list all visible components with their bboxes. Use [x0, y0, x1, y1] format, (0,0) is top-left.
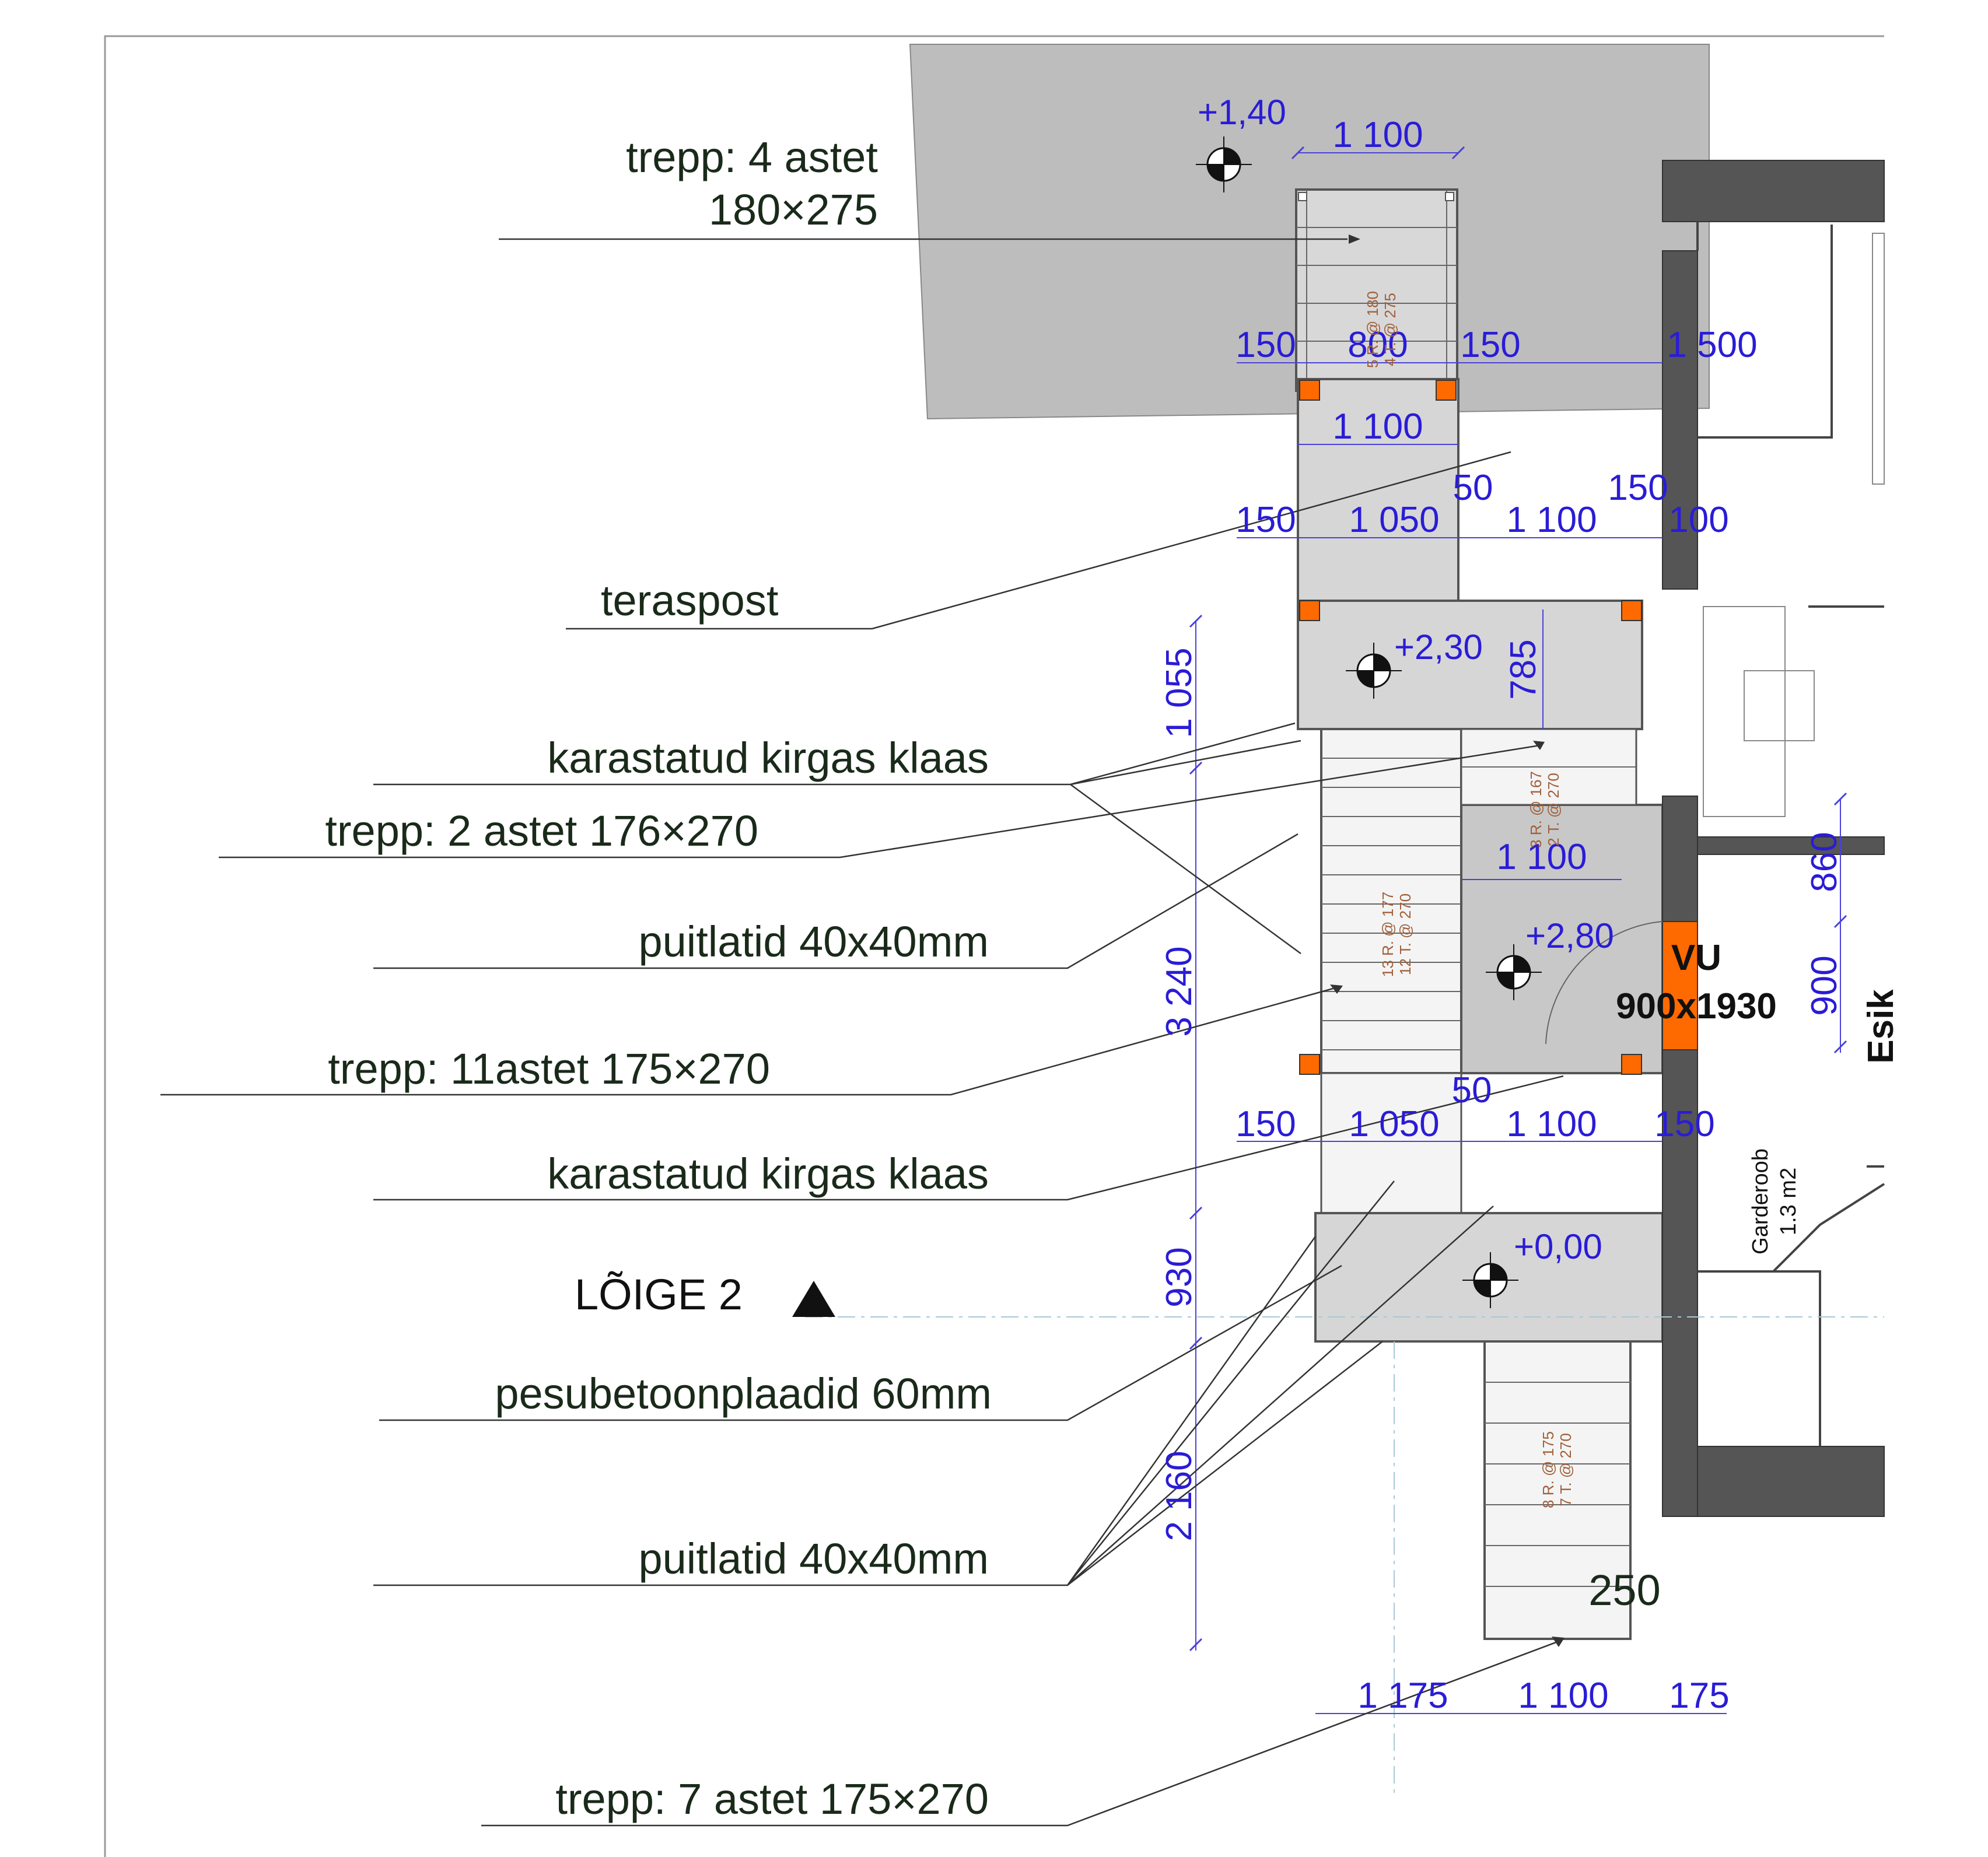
- label-trepp-7: trepp: 7 astet 175×270: [555, 1775, 989, 1823]
- stair-note-7b: 7 T. @ 270: [1557, 1433, 1574, 1506]
- dim-bottom-b: 1 100: [1518, 1676, 1608, 1716]
- dim-row1-b: 800: [1348, 325, 1408, 365]
- dim-vertical-1055: 1 055: [1159, 647, 1199, 738]
- dim-vertical-3240: 3 240: [1159, 946, 1199, 1036]
- room-area: 1.3 m2: [1776, 1168, 1801, 1235]
- dimension-lines: [1195, 152, 1841, 1714]
- label-puitlatid-2: puitlatid 40x40mm: [638, 1534, 989, 1583]
- level-marker-000: [1462, 1252, 1518, 1308]
- dim-top-width: 1 100: [1332, 115, 1423, 155]
- building-walls: [1662, 160, 1885, 1517]
- dim-right-860: 860: [1804, 832, 1845, 892]
- furniture-block: [1744, 670, 1815, 741]
- dim-bottom-250: 250: [1588, 1566, 1660, 1614]
- stair-7-steps: [1483, 1340, 1632, 1640]
- stair-note-2b: 2 T. @ 270: [1545, 773, 1562, 846]
- dim-vertical-930: 930: [1159, 1247, 1199, 1307]
- elevation-140: +1,40: [1198, 93, 1286, 132]
- landing-230: [1297, 600, 1643, 730]
- label-teraspost: teraspost: [601, 576, 779, 625]
- interior-walls: [1696, 222, 1885, 1446]
- dim-vertical-2160: 2 160: [1159, 1450, 1199, 1541]
- leader-lines: [160, 238, 1564, 1827]
- window-frame: [1703, 606, 1786, 817]
- dim-row3-a: 150: [1236, 1104, 1296, 1144]
- dimension-ticks: [1189, 146, 1847, 1652]
- dim-bottom-a: 1 175: [1357, 1676, 1448, 1716]
- dim-row1-c: 150: [1460, 325, 1520, 365]
- stair-note-4b: 4 T. @ 275: [1381, 293, 1399, 366]
- steel-posts: [1299, 380, 1642, 1075]
- dim-mid-width: 1 100: [1496, 837, 1587, 877]
- dim-row2-upper-a: 50: [1453, 468, 1493, 508]
- dim-row2-d: 100: [1668, 500, 1728, 540]
- dim-row2-a: 150: [1236, 500, 1296, 540]
- label-trepp-11: trepp: 11astet 175×270: [328, 1045, 770, 1093]
- label-section: LÕIGE 2: [575, 1270, 743, 1319]
- dim-row1-d: 1 500: [1667, 325, 1757, 365]
- stair-note-11a: 13 R. @ 177: [1379, 892, 1396, 977]
- stair-note-4a: 5 R. @ 180: [1364, 291, 1381, 368]
- label-trepp-4-size: 180×275: [709, 185, 878, 234]
- wardrobe-outline: [1872, 233, 1885, 485]
- label-puitlatid-1: puitlatid 40x40mm: [638, 917, 989, 966]
- level-marker-230: [1346, 643, 1402, 699]
- label-trepp-2: trepp: 2 astet 176×270: [325, 807, 758, 855]
- label-pesubetoon: pesubetoonplaadid 60mm: [495, 1369, 992, 1418]
- arrow-7: [1552, 1637, 1564, 1647]
- level-marker-140: [1196, 136, 1252, 192]
- stair-note-11b: 12 T. @ 270: [1396, 894, 1414, 975]
- dim-row2-c: 1 100: [1506, 500, 1597, 540]
- label-klaas-2: karastatud kirgas klaas: [547, 1150, 989, 1198]
- stair-4-steps: [1295, 188, 1458, 392]
- arrow-2: [1533, 741, 1545, 750]
- door-swing: [1545, 921, 1663, 1045]
- label-trepp-4: trepp: 4 astet: [626, 133, 878, 181]
- elevation-230: +2,30: [1394, 628, 1483, 667]
- landing-upper: [1297, 378, 1460, 602]
- room-name: Garderoob: [1748, 1148, 1773, 1255]
- dim-row3-upper: 50: [1452, 1070, 1492, 1110]
- dim-landing-width: 1 100: [1332, 407, 1423, 447]
- dim-row3-c: 1 100: [1506, 1104, 1597, 1144]
- dim-bottom-c: 175: [1669, 1676, 1729, 1716]
- room-esik-partial: Esik: [1861, 989, 1901, 1064]
- dim-row1-a: 150: [1236, 325, 1296, 365]
- door-size: 900x1930: [1616, 986, 1777, 1026]
- section-triangle: [792, 1281, 835, 1317]
- dim-row2-upper-b: 150: [1608, 468, 1668, 508]
- elevation-280: +2,80: [1525, 916, 1614, 955]
- dim-vertical-785: 785: [1503, 639, 1544, 699]
- dim-row3-d: 150: [1654, 1104, 1714, 1144]
- dim-row3-b: 1 050: [1349, 1104, 1439, 1144]
- stair-note-7a: 8 R. @ 175: [1539, 1431, 1557, 1508]
- stair-11-steps: [1320, 728, 1462, 1074]
- arrow-4: [1349, 234, 1360, 244]
- lower-run-area: [1320, 1072, 1462, 1214]
- door-vu-leaf: [1662, 921, 1698, 1050]
- elevation-000: +0,00: [1514, 1227, 1602, 1266]
- dim-row2-b: 1 050: [1349, 500, 1439, 540]
- label-klaas-1: karastatud kirgas klaas: [547, 734, 989, 782]
- dim-right-900: 900: [1804, 955, 1845, 1015]
- level-marker-280: [1486, 944, 1542, 1000]
- sheet-border: [104, 35, 1884, 1857]
- arrow-11: [1330, 984, 1343, 994]
- door-code: VU: [1671, 938, 1721, 978]
- landing-280: [1460, 804, 1664, 1074]
- stair-note-2a: 3 R. @ 167: [1527, 771, 1545, 848]
